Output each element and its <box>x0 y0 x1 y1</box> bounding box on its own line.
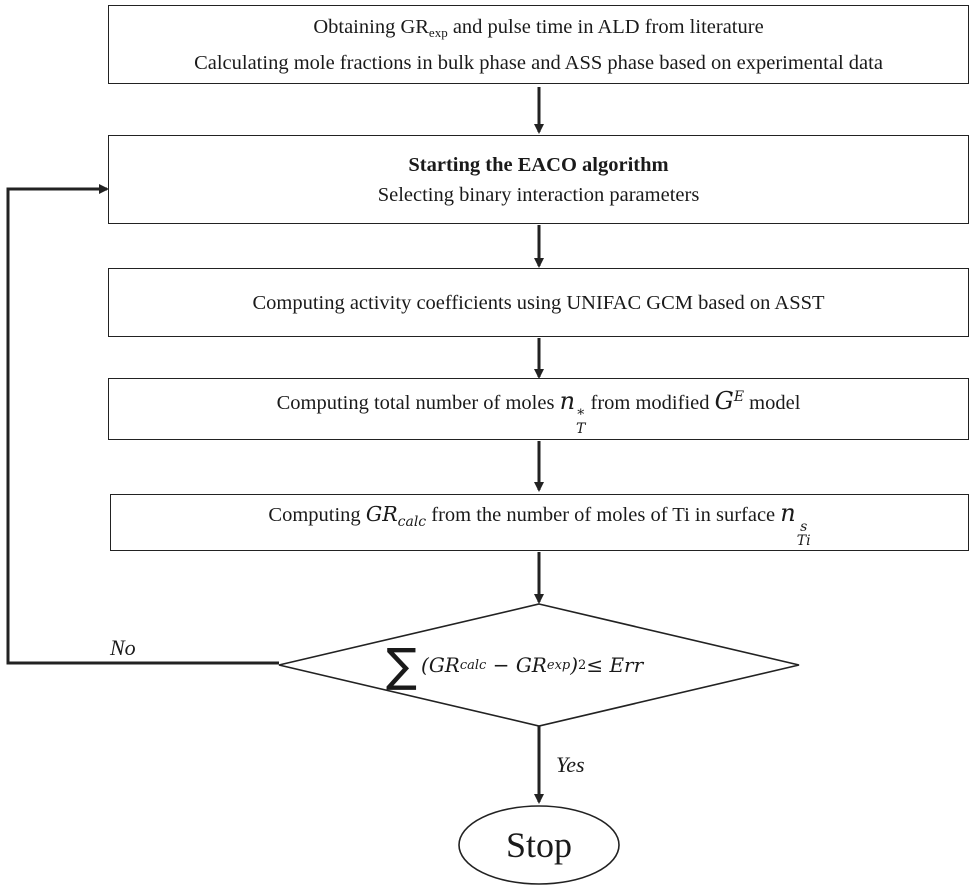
moles-g-sup: E <box>733 389 745 406</box>
activity-box: Computing activity coefficients using UN… <box>108 268 969 337</box>
obtain-data-box: Obtaining GRexp and pulse time in ALD fr… <box>108 5 969 84</box>
cond-gr2-sub: exp <box>546 657 571 673</box>
grcalc-line: Computing GRcalc from the number of mole… <box>268 498 810 548</box>
grcalc-n-sup: s <box>800 518 808 535</box>
sum-symbol: ∑ <box>386 638 417 692</box>
eaco-title: Starting the EACO algorithm <box>408 153 669 176</box>
moles-mid: from modified <box>585 391 715 414</box>
yes-label: Yes <box>556 752 585 777</box>
eaco-box: Starting the EACO algorithm Selecting bi… <box>108 135 969 224</box>
stop-terminal <box>458 805 620 885</box>
stop-label: Stop <box>505 825 573 865</box>
moles-pre: Computing total number of moles <box>276 391 560 414</box>
cond-gr1: GR <box>428 653 460 677</box>
moles-g-symbol: G <box>714 386 734 415</box>
eaco-subtitle: Selecting binary interaction parameters <box>377 183 700 206</box>
cond-open: ( <box>421 653 429 677</box>
cond-leq: ≤ <box>586 653 610 677</box>
moles-post: model <box>744 391 801 414</box>
obtain-line-1: Obtaining GRexp and pulse time in ALD fr… <box>313 12 763 48</box>
cond-minus: − <box>486 653 516 677</box>
moles-line: Computing total number of moles n*T from… <box>277 382 801 436</box>
grcalc-box: Computing GRcalc from the number of mole… <box>110 494 969 551</box>
cond-gr2: GR <box>515 653 547 677</box>
cond-gr1-sub: calc <box>459 657 487 673</box>
moles-n-sub: T <box>576 420 586 437</box>
obtain-line-1-sub: exp <box>428 24 448 40</box>
cond-close: ) <box>570 653 579 677</box>
grcalc-pre: Computing <box>268 503 366 526</box>
grcalc-mid: from the number of moles of Ti in surfac… <box>426 503 781 526</box>
cond-err: Err <box>609 653 644 677</box>
grcalc-n-sub: Ti <box>796 532 811 549</box>
obtain-line-1-post: and pulse time in ALD from literature <box>447 15 764 38</box>
grcalc-n-symbol: n <box>780 498 796 527</box>
cond-power: 2 <box>578 657 587 673</box>
moles-box: Computing total number of moles n*T from… <box>108 378 969 440</box>
no-label: No <box>110 635 136 660</box>
moles-n-sup: * <box>577 406 585 423</box>
grcalc-gr-symbol: GR <box>365 501 398 526</box>
grcalc-gr-sub: calc <box>397 513 427 530</box>
obtain-line-2: Calculating mole fractions in bulk phase… <box>194 51 883 74</box>
activity-text: Computing activity coefficients using UN… <box>252 291 825 314</box>
obtain-line-1-pre: Obtaining GR <box>313 15 429 38</box>
moles-n-symbol: n <box>559 386 576 415</box>
moles-n-indices: *T <box>576 408 585 436</box>
no-loop-arrow <box>6 184 279 665</box>
